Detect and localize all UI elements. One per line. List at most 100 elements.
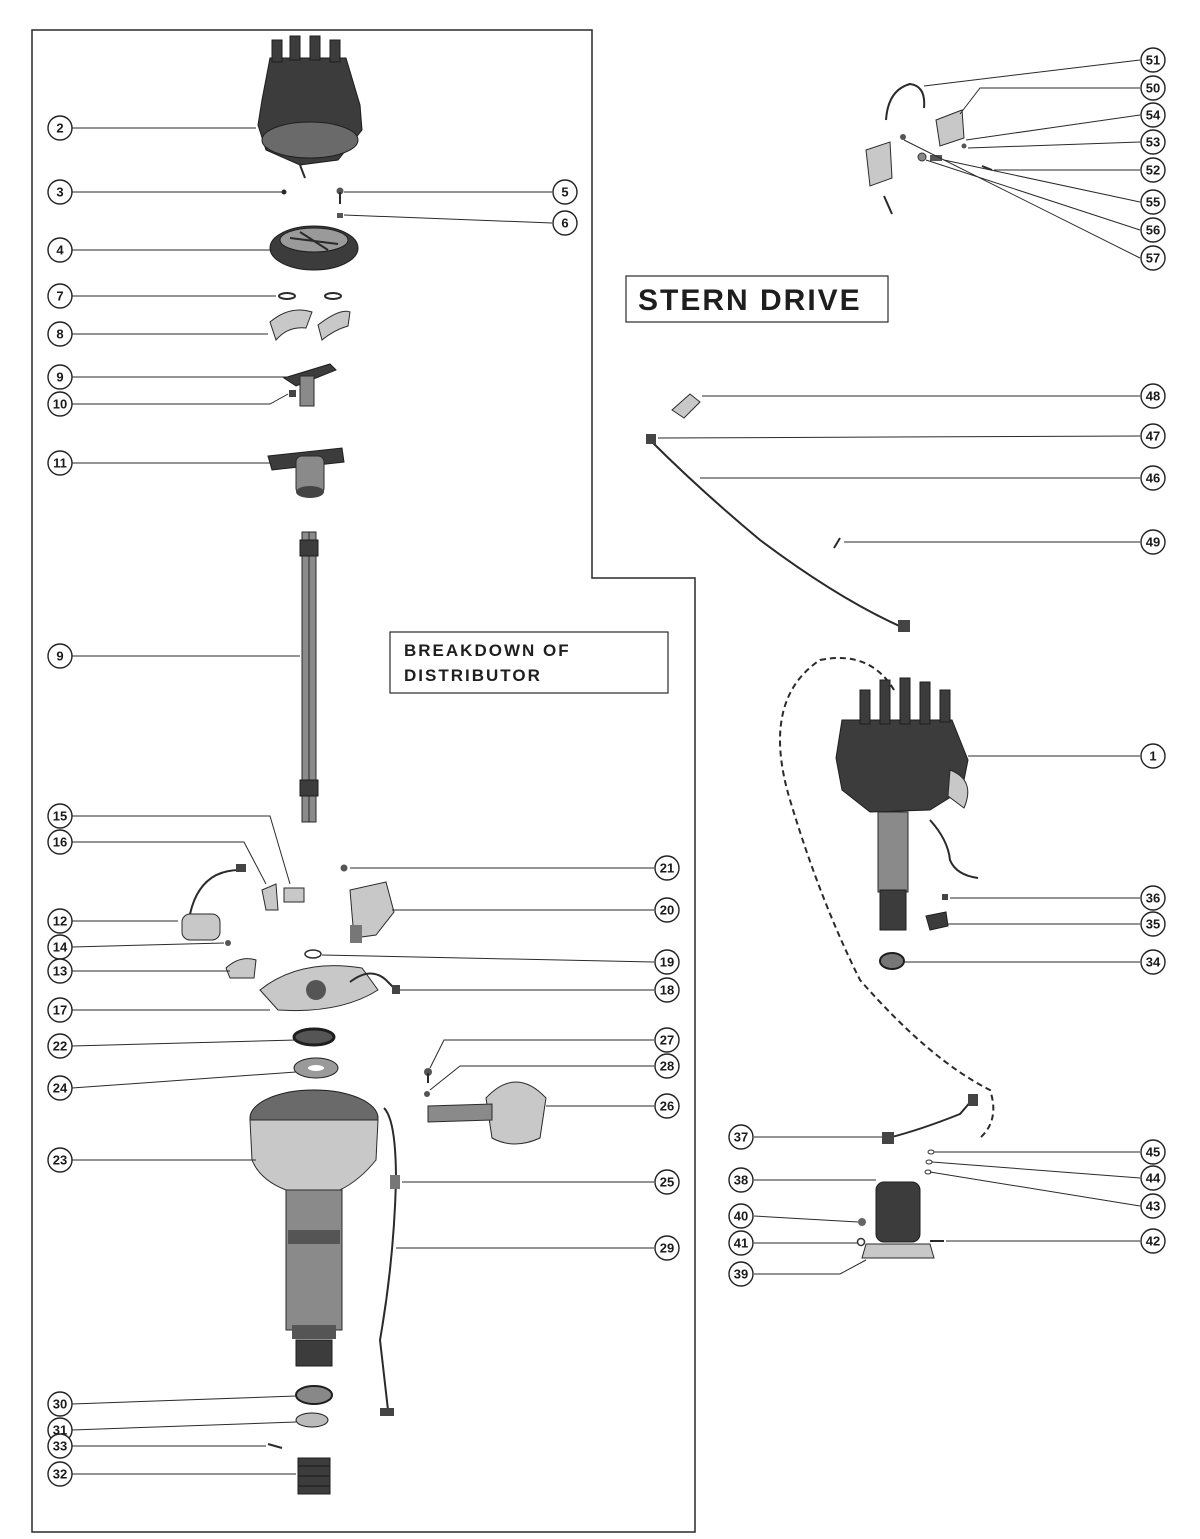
svg-text:54: 54 [1146, 108, 1161, 123]
svg-text:38: 38 [734, 1173, 748, 1188]
svg-text:7: 7 [56, 289, 63, 304]
callout-32: 32 [47, 1461, 73, 1487]
svg-text:30: 30 [53, 1397, 67, 1412]
svg-text:45: 45 [1146, 1145, 1160, 1160]
distributor-housing-part-23 [249, 1089, 379, 1367]
callout-43: 43 [1140, 1193, 1166, 1219]
svg-text:2: 2 [56, 121, 63, 136]
svg-text:29: 29 [660, 1241, 674, 1256]
callout-54: 54 [1140, 102, 1166, 128]
svg-text:40: 40 [734, 1209, 748, 1224]
svg-text:47: 47 [1146, 429, 1160, 444]
callout-13: 13 [47, 958, 73, 984]
svg-text:5: 5 [561, 185, 568, 200]
callout-28: 28 [654, 1053, 680, 1079]
callout-5: 5 [552, 179, 578, 205]
breakdown-panel-border [31, 29, 696, 1533]
callout-56: 56 [1140, 217, 1166, 243]
callout-24: 24 [47, 1075, 73, 1101]
callout-49: 49 [1140, 529, 1166, 555]
svg-text:11: 11 [53, 456, 67, 471]
callouts: 2 3 5 6 4 7 8 9 10 11 9 15 16 21 20 12 1… [47, 47, 1166, 1487]
callout-17: 17 [47, 997, 73, 1023]
cam-part-9 [282, 363, 337, 407]
callout-33: 33 [47, 1433, 73, 1459]
callout-37: 37 [728, 1124, 754, 1150]
callout-22: 22 [47, 1033, 73, 1059]
svg-text:27: 27 [660, 1033, 674, 1048]
callout-1: 1 [1140, 743, 1166, 769]
callout-12: 12 [47, 908, 73, 934]
callout-48: 48 [1140, 383, 1166, 409]
svg-text:34: 34 [1146, 955, 1161, 970]
distributor-assembly-part-1 [835, 677, 979, 931]
breakdown-title: BREAKDOWN OF DISTRIBUTOR [389, 631, 669, 694]
clamp-part-35 [925, 911, 949, 931]
svg-text:18: 18 [660, 983, 674, 998]
svg-text:10: 10 [53, 397, 67, 412]
callout-41: 41 [728, 1230, 754, 1256]
part-40 [858, 1218, 866, 1226]
svg-text:33: 33 [53, 1439, 67, 1454]
callout-20: 20 [654, 897, 680, 923]
part-41 [856, 1237, 866, 1247]
callout-9-shaft: 9 [47, 643, 73, 669]
callout-25: 25 [654, 1169, 680, 1195]
svg-text:6: 6 [561, 216, 568, 231]
callout-23: 23 [47, 1147, 73, 1173]
washer-part-6 [337, 213, 343, 218]
svg-text:1: 1 [1149, 749, 1156, 764]
callout-36: 36 [1140, 885, 1166, 911]
springs-part-7 [278, 292, 342, 300]
svg-text:39: 39 [734, 1267, 748, 1282]
part-28 [424, 1091, 430, 1097]
svg-text:22: 22 [53, 1039, 67, 1054]
svg-text:31: 31 [53, 1423, 67, 1438]
callout-52: 52 [1140, 157, 1166, 183]
callout-38: 38 [728, 1167, 754, 1193]
svg-text:12: 12 [53, 914, 67, 929]
callout-57: 57 [1140, 245, 1166, 271]
svg-text:35: 35 [1146, 917, 1160, 932]
part-3 [281, 189, 287, 195]
svg-text:23: 23 [53, 1153, 67, 1168]
callout-55: 55 [1140, 189, 1166, 215]
svg-text:44: 44 [1146, 1171, 1161, 1186]
svg-text:19: 19 [660, 955, 674, 970]
svg-text:4: 4 [56, 243, 64, 258]
callout-8: 8 [47, 321, 73, 347]
callout-47: 47 [1140, 423, 1166, 449]
callout-30: 30 [47, 1391, 73, 1417]
svg-text:50: 50 [1146, 81, 1160, 96]
callout-2: 2 [47, 115, 73, 141]
coil-lead-dashed [779, 657, 995, 1139]
callout-42: 42 [1140, 1228, 1166, 1254]
part-22 [292, 1027, 336, 1047]
svg-text:20: 20 [660, 903, 674, 918]
callout-15: 15 [47, 803, 73, 829]
callout-7: 7 [47, 283, 73, 309]
svg-text:57: 57 [1146, 251, 1160, 266]
svg-text:9: 9 [56, 649, 63, 664]
screw-part-5 [336, 187, 344, 204]
callout-19: 19 [654, 949, 680, 975]
part-27 [424, 1068, 432, 1083]
callout-34: 34 [1140, 949, 1166, 975]
svg-text:26: 26 [660, 1099, 674, 1114]
svg-text:16: 16 [53, 835, 67, 850]
part-13 [225, 958, 257, 979]
part-24 [293, 1057, 339, 1079]
callout-9-cam: 9 [47, 364, 73, 390]
wire-part-46 [646, 434, 910, 632]
callout-18: 18 [654, 977, 680, 1003]
callout-6: 6 [552, 210, 578, 236]
rotor-plate-part [269, 225, 359, 271]
svg-text:STERN DRIVE: STERN DRIVE [638, 284, 862, 317]
svg-text:36: 36 [1146, 891, 1160, 906]
callout-21: 21 [654, 855, 680, 881]
callout-29: 29 [654, 1235, 680, 1261]
distributor-cap-part [257, 35, 363, 179]
callout-16: 16 [47, 829, 73, 855]
svg-text:25: 25 [660, 1175, 674, 1190]
